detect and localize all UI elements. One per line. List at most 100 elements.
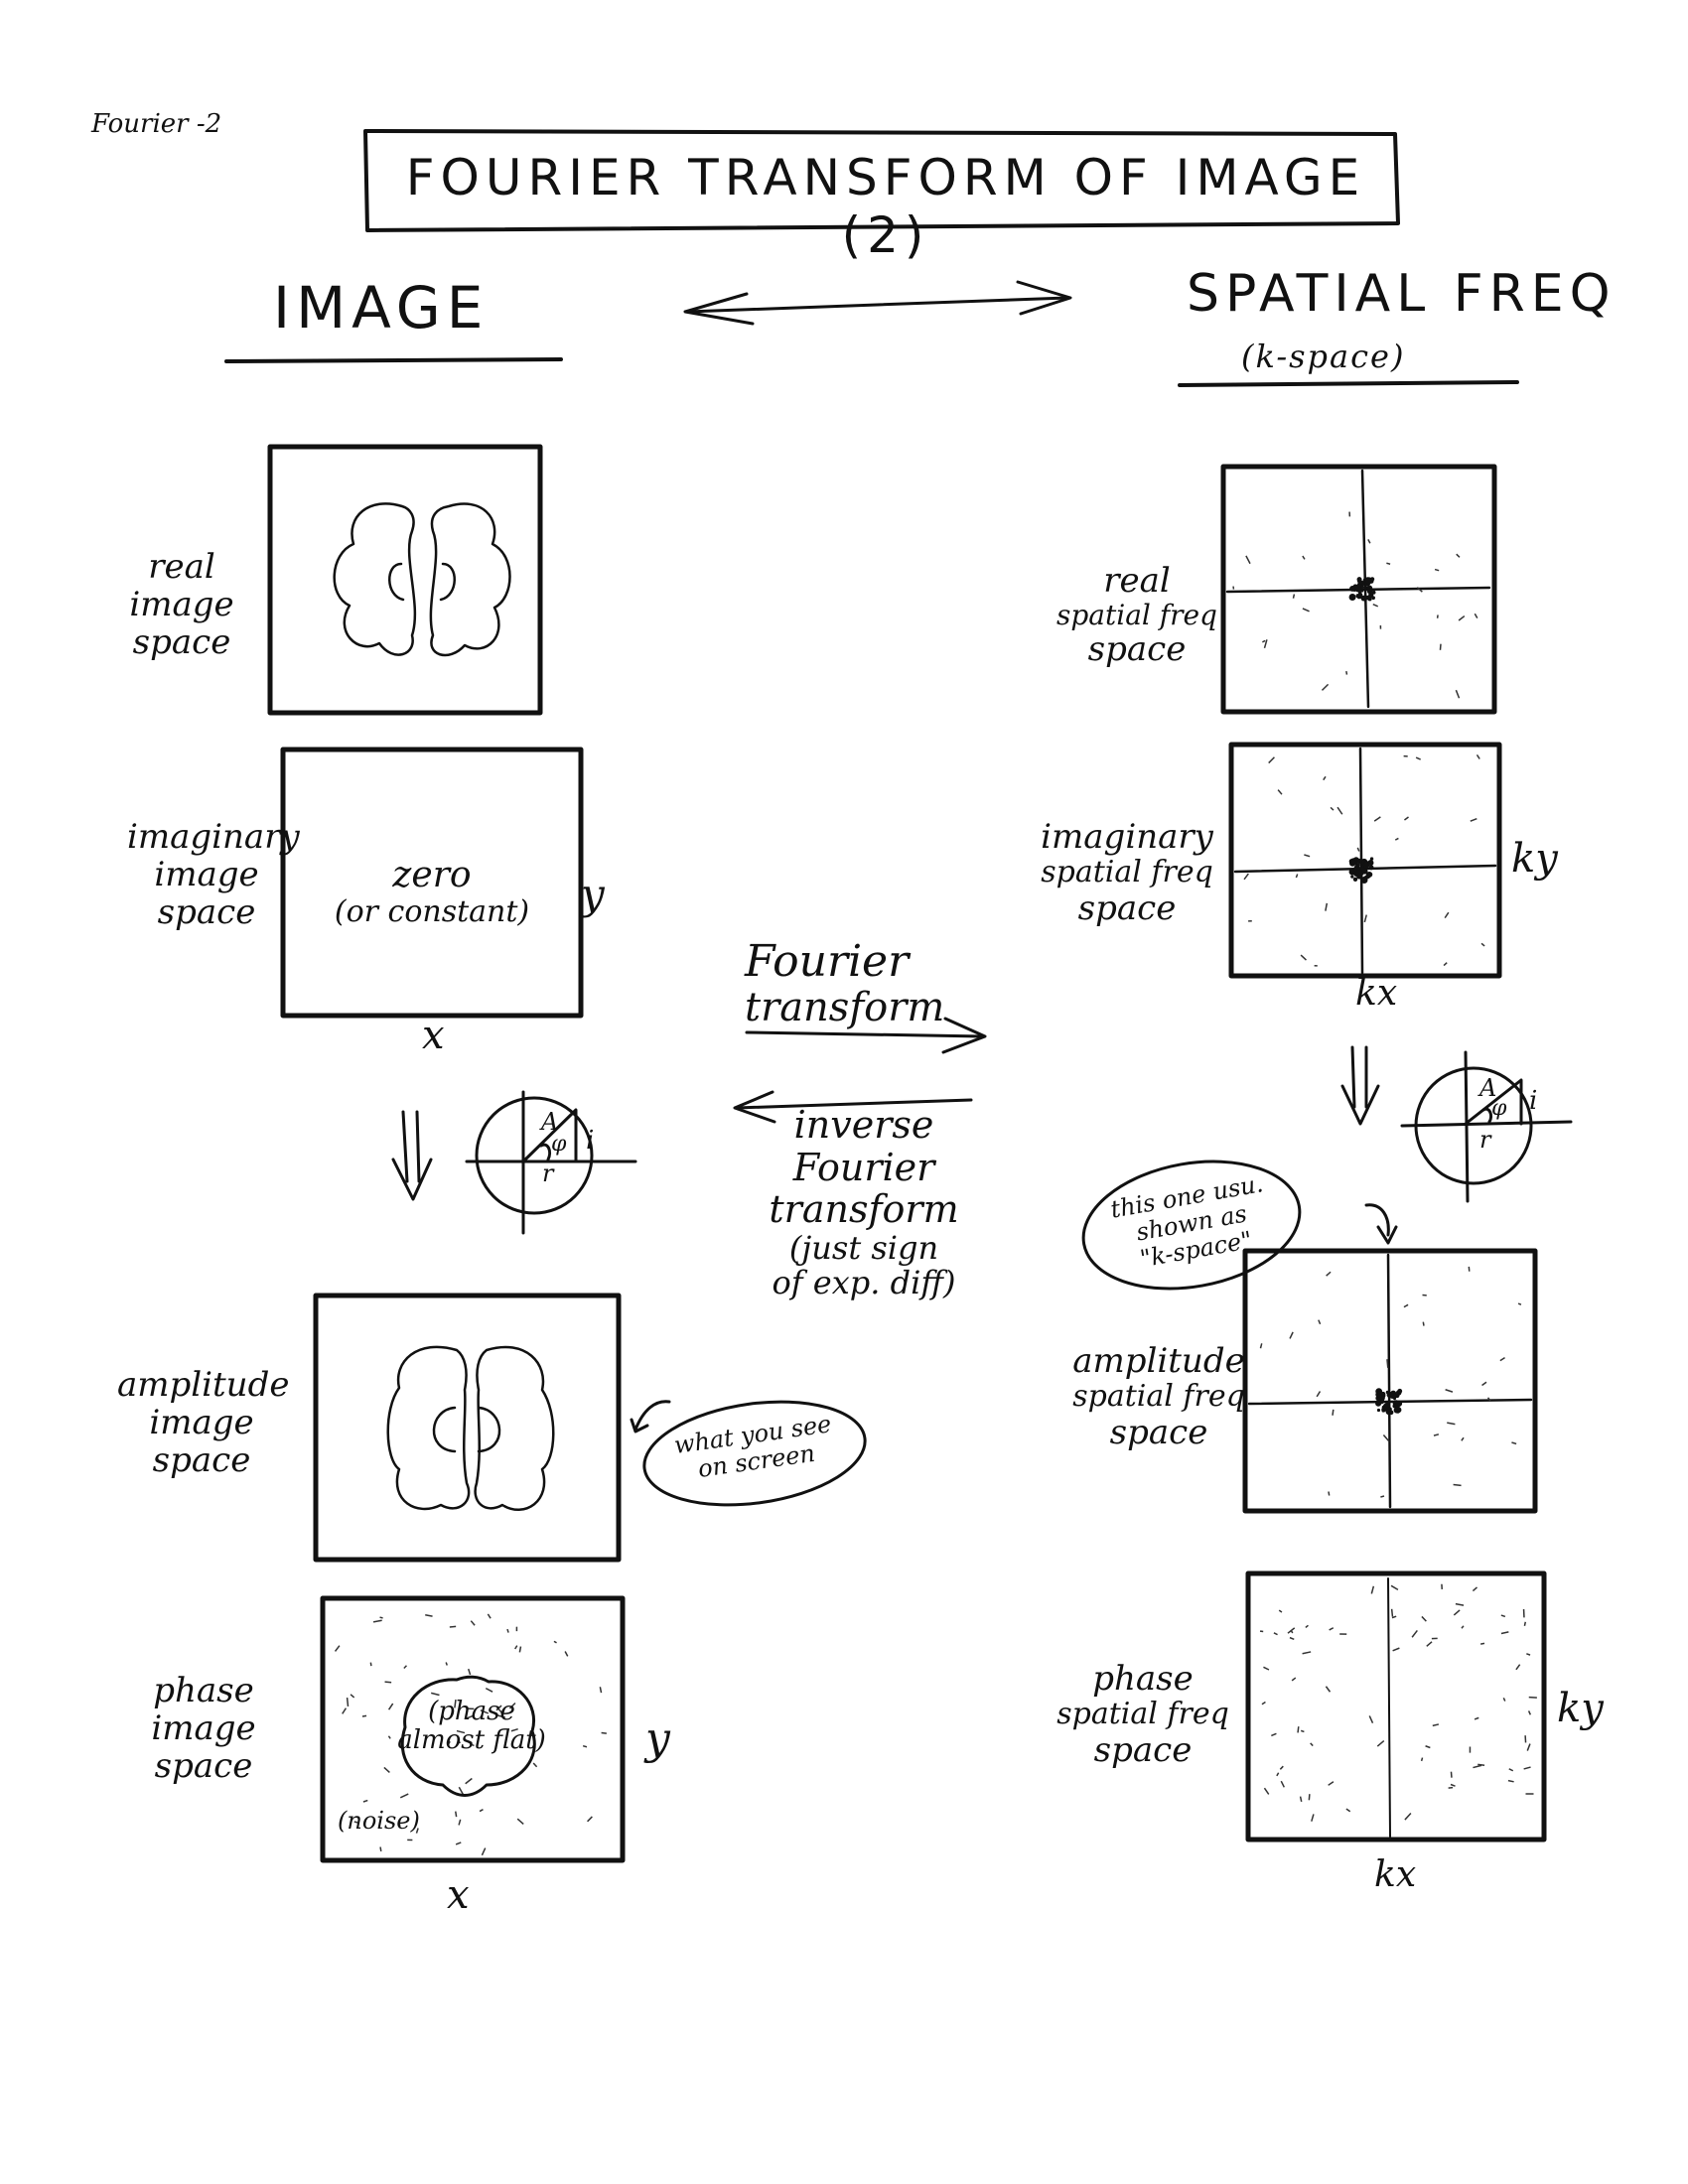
scatter-mark [480, 1709, 490, 1714]
center-cluster-dot [1367, 860, 1374, 867]
scatter-mark [425, 1613, 433, 1617]
scatter-mark [353, 1821, 358, 1824]
scatter-mark [1325, 902, 1329, 911]
scatter-mark [601, 1731, 607, 1734]
scatter-mark [1444, 911, 1450, 919]
right-callout-pointer [1364, 1203, 1398, 1245]
scatter-mark [1305, 1624, 1309, 1629]
scatter-mark [1511, 1441, 1517, 1445]
center-cluster-dot [1395, 1400, 1403, 1407]
scatter-mark [564, 1651, 569, 1657]
scatter-mark [1450, 1783, 1456, 1787]
scatter-mark [1263, 1787, 1270, 1795]
scatter-mark [487, 1613, 492, 1619]
scatter-mark [1292, 594, 1296, 599]
center-cluster-dot [1358, 594, 1363, 599]
scatter-mark [1263, 639, 1268, 648]
polar-left-A: A [541, 1108, 559, 1136]
left-callout-bubble [642, 1400, 867, 1507]
center-cluster-dot [1360, 589, 1364, 593]
scatter-mark [1445, 1389, 1454, 1393]
center-cluster-dot [1355, 584, 1362, 591]
scatter-mark [516, 1818, 524, 1826]
polar-right-A: A [1479, 1074, 1497, 1102]
center-cluster-dot [1351, 860, 1357, 866]
scatter-mark [1461, 1625, 1465, 1629]
scatter-mark [430, 1692, 440, 1697]
page-title: FOURIER TRANSFORM OF IMAGE (2) [405, 149, 1366, 264]
scatter-mark [1373, 816, 1381, 822]
scatter-mark [361, 1714, 367, 1717]
scatter-mark [1458, 614, 1466, 621]
scatter-mark [1394, 837, 1399, 841]
center-cluster-dot [1361, 582, 1365, 586]
scatter-mark [1526, 1653, 1531, 1656]
scatter-mark [362, 1799, 368, 1803]
scatter-mark [1318, 1319, 1322, 1325]
scatter-mark [1243, 873, 1249, 881]
scatter-mark [495, 1705, 502, 1711]
scatter-mark [1517, 1302, 1522, 1305]
image-heading-underline [224, 357, 563, 363]
scatter-mark [1367, 538, 1371, 544]
center-cluster-dot [1381, 1409, 1385, 1413]
center-cluster-dot [1395, 1405, 1400, 1410]
scatter-mark [1329, 1627, 1335, 1631]
left-callout-pointer [630, 1400, 671, 1433]
scatter-mark [1323, 775, 1327, 781]
scatter-mark [383, 1766, 390, 1773]
center-cluster-dot [1375, 1391, 1382, 1398]
scatter-mark [1268, 756, 1275, 764]
center-cluster-dot [1366, 588, 1373, 595]
image-heading: IMAGE [273, 274, 490, 341]
scatter-mark [1447, 1422, 1456, 1426]
scatter-mark [399, 1793, 409, 1799]
scatter-mark [1302, 608, 1310, 613]
scatter-mark [1356, 847, 1360, 852]
polar-left-r: r [542, 1160, 554, 1187]
scatter-mark [1499, 1357, 1505, 1362]
scatter-mark [1526, 1743, 1531, 1751]
scatter-mark [1434, 568, 1440, 572]
freq-heading-underline [1178, 380, 1519, 387]
scatter-mark [1370, 1585, 1375, 1594]
scatter-mark [1380, 1495, 1385, 1498]
center-cluster-dot [1381, 1405, 1386, 1410]
scatter-mark [1245, 555, 1251, 565]
scatter-mark [1461, 1436, 1465, 1441]
center-cluster-dot [1388, 1410, 1394, 1416]
scatter-mark [458, 1819, 462, 1826]
scatter-mark [415, 1828, 419, 1834]
page-tag: Fourier -2 [91, 109, 222, 139]
scatter-mark [599, 1687, 603, 1694]
scatter-mark [1310, 1742, 1314, 1747]
scatter-mark [454, 1699, 457, 1708]
scatter-mark [447, 1740, 451, 1746]
scatter-mark [403, 1665, 408, 1670]
phase-image-x-axis: x [447, 1872, 470, 1918]
center-cluster-dot [1376, 1408, 1381, 1413]
scatter-mark [1291, 1677, 1297, 1682]
domain-double-arrow [683, 280, 1072, 326]
scatter-mark [1280, 1780, 1285, 1788]
scatter-mark [456, 1729, 466, 1734]
real-freq-panel [1220, 464, 1497, 715]
scatter-mark [514, 1645, 518, 1650]
scatter-mark [1433, 1433, 1440, 1436]
scatter-mark [1404, 1813, 1412, 1821]
scatter-mark [1523, 1621, 1527, 1626]
scatter-mark [1363, 914, 1367, 923]
scatter-mark [1304, 854, 1311, 858]
center-cluster-dot [1356, 577, 1362, 583]
scatter-mark [481, 1847, 487, 1856]
center-cluster-dot [1389, 1392, 1397, 1400]
scatter-mark [1390, 1584, 1399, 1590]
scatter-mark [1527, 1710, 1532, 1715]
brain-amplitude-sketch [386, 1345, 555, 1511]
center-cluster-dot [1368, 865, 1374, 871]
